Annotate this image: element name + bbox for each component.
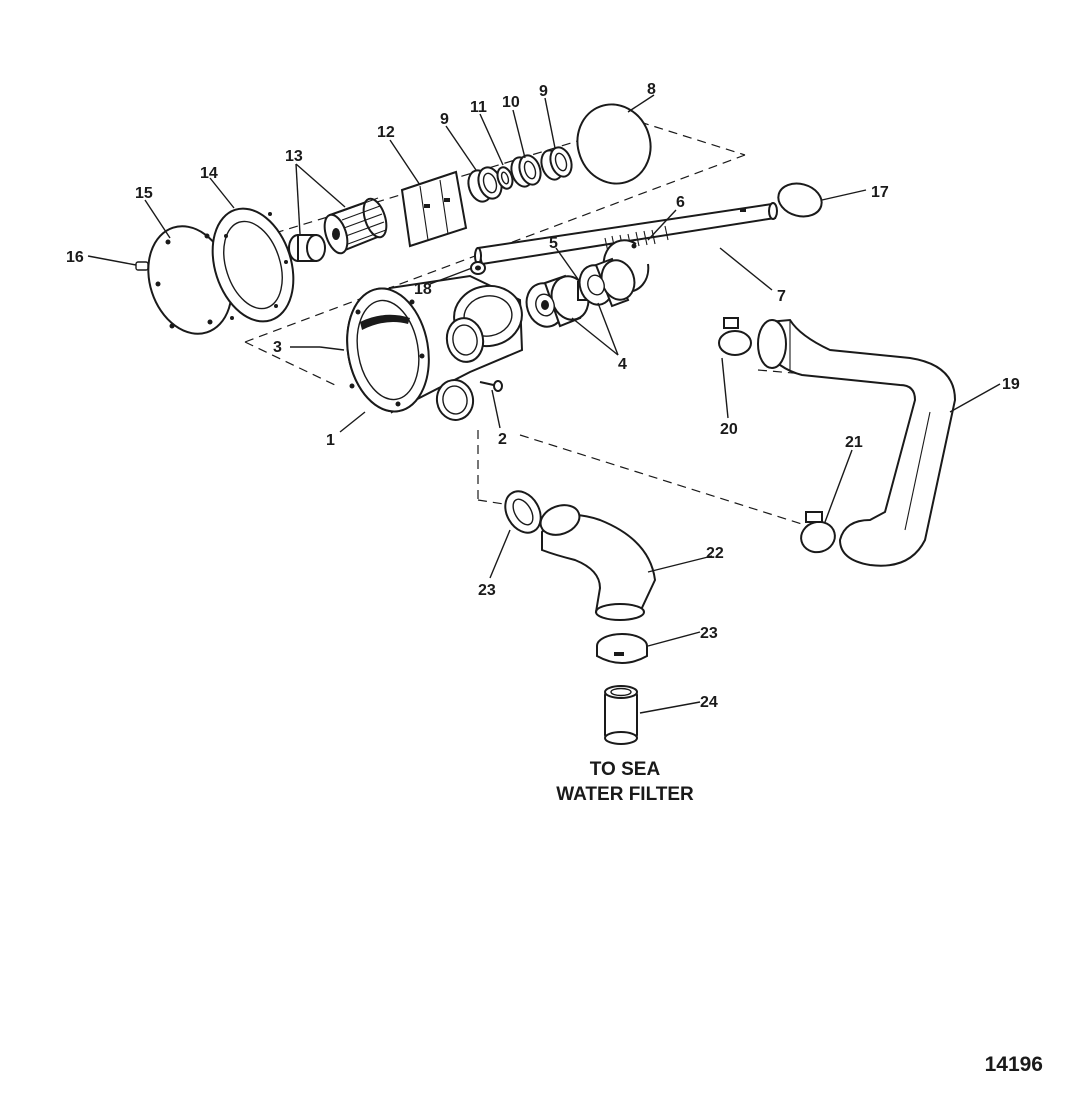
callout-15: 15 [135,185,153,202]
callout-23-upper: 23 [478,582,496,599]
callout-18: 18 [414,281,432,298]
part-4-bearing-left [525,274,590,328]
destination-label-line2: WATER FILTER [556,784,694,805]
callout-1: 1 [326,432,335,449]
destination-label-line1: TO SEA [590,759,661,780]
callout-9-left: 9 [440,111,449,128]
part-3-pin [319,346,345,351]
callout-14: 14 [200,165,218,182]
callout-6: 6 [676,194,685,211]
part-4-bearing-right [578,257,636,308]
callout-labels: 1 2 3 4 5 6 7 8 9 9 10 11 12 13 14 15 16… [66,81,1020,711]
callout-12: 12 [377,124,395,141]
part-8-o-ring [576,103,652,185]
callout-17: 17 [871,184,889,201]
part-14-gasket [211,207,295,323]
part-9-seal-left [467,166,503,203]
callout-24: 24 [700,694,718,711]
leader-lines [87,94,1001,714]
part-12-cam [400,170,468,248]
callout-11: 11 [470,99,487,116]
part-10-seal [510,154,542,188]
callout-23-lower: 23 [700,625,718,642]
part-22-elbow-hose [539,504,657,621]
callout-4: 4 [618,356,627,373]
part-20-clamp [718,317,752,356]
part-2-screw [479,380,503,392]
callout-7: 7 [777,288,786,305]
callout-5: 5 [549,235,558,252]
part-23-clamp-lower [596,633,648,664]
part-21-clamp [800,511,836,554]
callout-20: 20 [720,421,738,438]
part-23-clamp-upper [504,490,542,534]
callout-19: 19 [1002,376,1020,393]
figure-number: 14196 [985,1053,1043,1076]
part-1-pump-housing [346,274,524,421]
part-13-impeller [288,197,388,262]
callout-10: 10 [502,94,520,111]
callout-16: 16 [66,249,84,266]
part-18-plug [470,261,486,275]
callout-9-right: 9 [539,83,548,100]
callout-21: 21 [845,434,863,451]
part-9-seal-right [540,146,573,181]
callout-22: 22 [706,545,724,562]
callout-3: 3 [273,339,282,356]
part-17-o-ring [777,182,823,218]
part-19-hose [757,318,957,567]
part-11-ring [496,166,514,190]
part-24-fitting [604,685,638,745]
callout-2: 2 [498,431,507,448]
callout-8: 8 [647,81,656,98]
callout-13: 13 [285,148,303,165]
